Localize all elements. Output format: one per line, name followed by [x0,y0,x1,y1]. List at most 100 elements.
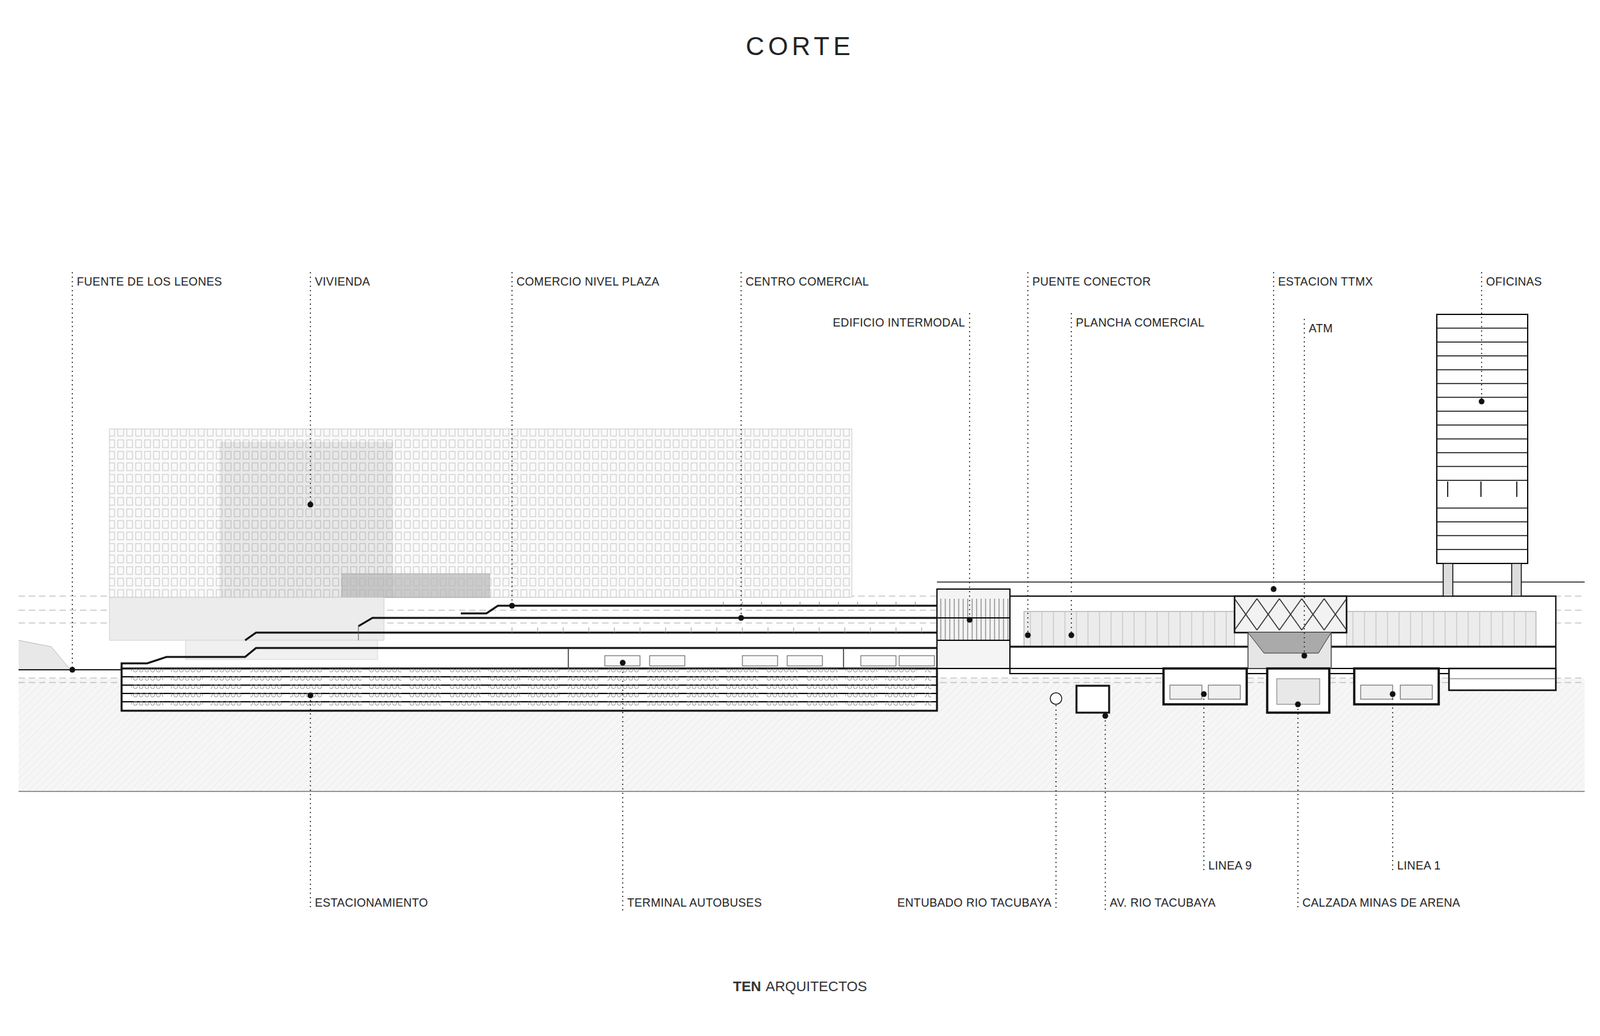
section-line [915,601,916,606]
section-line [896,627,897,633]
section-line [1436,451,1528,454]
callout-label: LINEA 9 [1208,858,1252,873]
section-line [1168,611,1170,647]
section-line [1479,611,1481,647]
section-line [981,598,982,640]
callout-label: OFICINAS [1486,275,1542,289]
section-line [1099,611,1101,647]
leader-dot [509,602,516,609]
section-line [1525,611,1527,647]
section-line [1008,598,1009,640]
section-line [936,639,1010,641]
section-line [936,581,1585,583]
section-part [1354,668,1439,704]
leader-line [309,695,312,911]
callout-label: AV. RIO TACUBAYA [1109,896,1216,910]
leader-line [968,312,971,620]
section-line [1256,598,1280,630]
section-line [945,598,946,640]
section-line [1491,611,1492,647]
section-line [1076,611,1078,647]
section-line [1422,611,1423,647]
section-part [1163,668,1247,704]
section-part [742,655,778,666]
section-line [512,627,513,633]
leader-dot [307,692,314,699]
section-line [1157,611,1158,647]
section-line [876,601,878,606]
section-line [1468,611,1469,647]
leader-line [1070,312,1072,635]
leader-line [309,272,312,505]
section-line [665,627,667,633]
section-line [1234,598,1257,630]
leader-line [1203,693,1205,873]
callout-label: ENTUBADO RIO TACUBAYA [897,896,1052,910]
section-part [1437,481,1528,497]
section-line [358,617,937,626]
section-line [1436,548,1528,550]
section-part [686,668,719,710]
section-part [448,668,481,710]
callout-label: CALZADA MINAS DE ARENA [1302,896,1461,910]
section-part [787,655,823,666]
leader-line [622,662,624,911]
section-line [1053,611,1055,647]
section-part [766,668,799,710]
section-part [329,668,362,710]
section-line [1030,611,1032,647]
section-line [1064,611,1066,647]
leader-dot [1201,691,1208,697]
section-line [780,601,782,606]
firm-name: ARQUITECTOS [765,977,868,994]
leader-line [1027,272,1029,635]
section-line [1436,520,1528,523]
section-line [1448,678,1556,680]
section-line [723,601,724,606]
firm-credit: TENARQUITECTOS [0,977,1600,995]
leader-line [71,272,73,670]
culvert-pipe [1050,692,1062,704]
section-line [1514,611,1515,647]
section-part [408,668,441,710]
section-line [1214,611,1216,647]
section-part [607,668,640,710]
section-line [819,627,820,633]
section-line [1436,369,1528,371]
section-line [940,598,942,640]
section-line [1324,598,1347,630]
section-part [1248,632,1332,669]
section-title: CORTE [0,32,1600,61]
section-part [924,668,932,710]
section-line [1279,598,1302,630]
section-line [1436,424,1528,426]
section-line [1122,611,1124,647]
section-part [647,668,680,710]
section-line [1191,611,1193,647]
section-part [805,668,838,710]
section-part [899,655,935,666]
section-part [369,668,402,710]
section-line [1352,611,1354,647]
leader-line [1303,318,1305,656]
section-part [528,668,560,710]
section-line [1447,481,1449,497]
section-part [845,668,878,710]
leader-line [1297,704,1299,911]
section-part [936,588,1010,669]
leader-dot [1068,632,1075,639]
leader-dot [1390,691,1396,697]
section-part [649,655,685,666]
leader-line [740,272,742,618]
section-part [1076,685,1110,713]
section-part [1443,563,1453,596]
callout-label: CENTRO COMERCIAL [745,275,870,289]
section-line [1376,611,1377,647]
section-line [958,598,960,640]
section-line [954,598,955,640]
section-part [250,668,283,710]
section-line [567,647,569,669]
leader-dot [307,501,314,508]
section-line [245,632,937,640]
